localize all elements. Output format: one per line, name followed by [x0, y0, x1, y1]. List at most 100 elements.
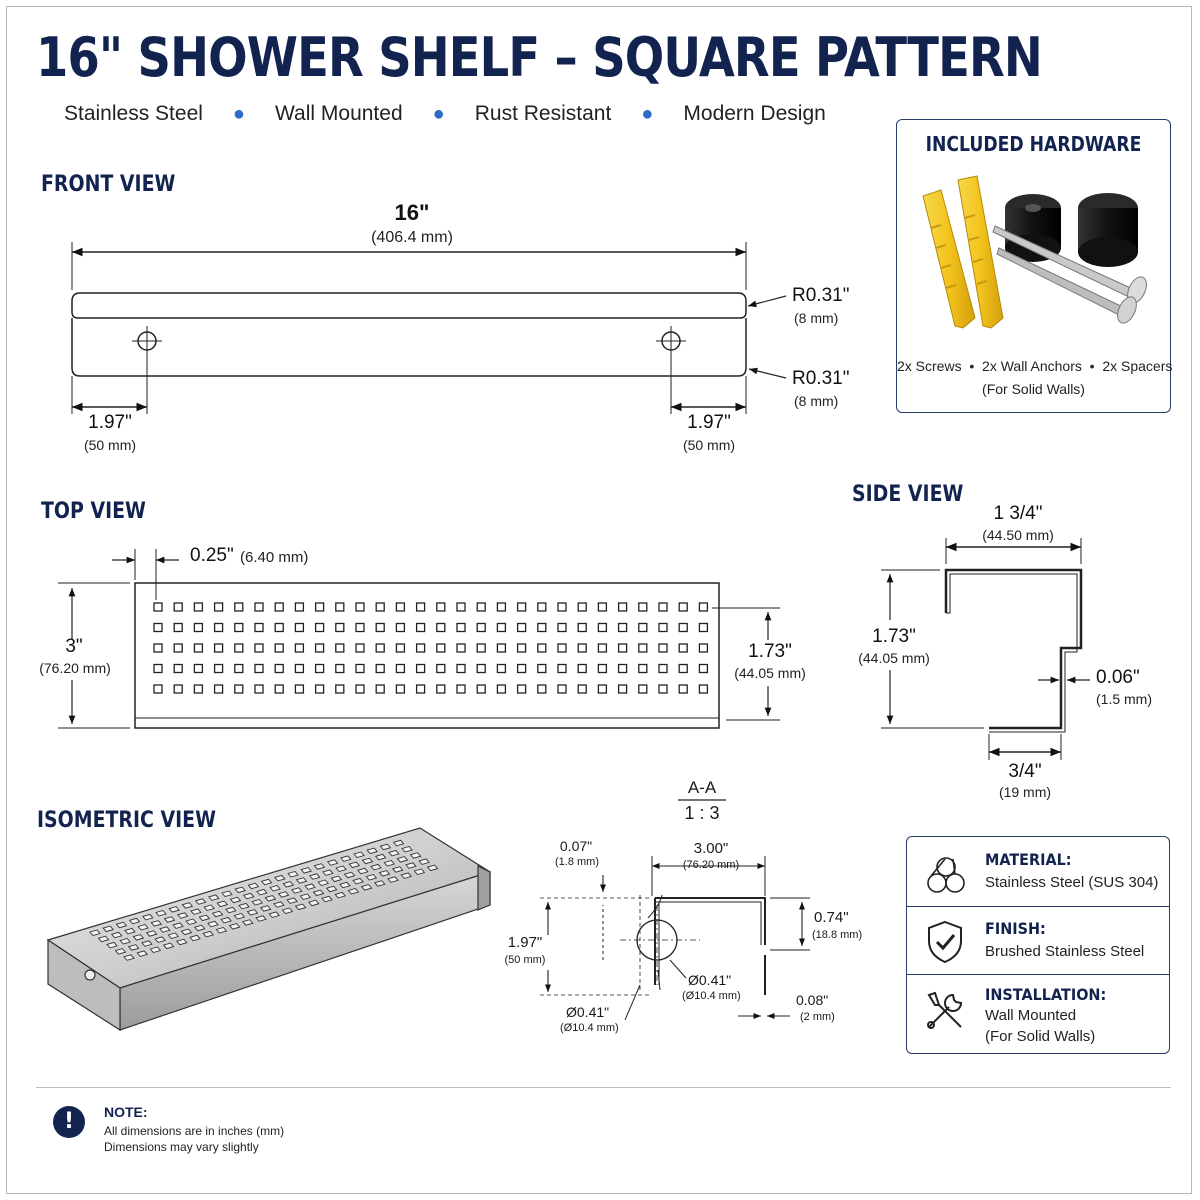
depth-label: 3": [65, 636, 83, 657]
note-line: Dimensions may vary slightly: [104, 1140, 259, 1154]
square-hole: [456, 622, 466, 633]
square-hole: [537, 643, 547, 653]
square-hole: [476, 602, 486, 612]
square-hole: [314, 643, 325, 653]
square-hole: [476, 684, 486, 694]
square-hole: [516, 622, 527, 633]
iso-square-hole: [119, 937, 131, 945]
hole-right-mm: (Ø10.4 mm): [682, 990, 741, 1002]
square-hole: [234, 663, 244, 674]
hole-right-label: Ø0.41": [688, 972, 732, 988]
square-hole: [476, 643, 486, 653]
square-hole: [678, 602, 688, 612]
square-hole: [638, 684, 648, 694]
square-hole: [335, 643, 345, 653]
square-hole: [557, 602, 567, 612]
iso-square-hole: [379, 843, 392, 851]
square-hole: [375, 663, 385, 674]
square-hole: [557, 684, 567, 694]
square-hole: [335, 622, 345, 633]
page-frame: [6, 6, 1192, 1194]
bullet-icon: ●: [641, 102, 654, 125]
square-hole: [294, 643, 305, 653]
square-hole: [254, 602, 264, 612]
shield-check-icon: [928, 920, 962, 964]
iso-square-hole: [136, 950, 148, 957]
iso-square-hole: [220, 916, 232, 924]
square-hole: [617, 684, 628, 694]
iso-square-hole: [203, 904, 215, 912]
iso-square-hole: [141, 940, 153, 947]
square-hole: [557, 622, 567, 633]
square-hole: [658, 622, 668, 633]
iso-square-hole: [401, 845, 413, 853]
iso-square-hole: [294, 903, 307, 911]
iso-square-hole: [229, 896, 242, 904]
square-hole: [678, 622, 688, 633]
square-hole: [638, 622, 648, 633]
hardware-panel: INCLUDED HARDWARE 2x Screws • 2x Wall An…: [896, 119, 1172, 413]
square-hole: [173, 622, 183, 633]
square-hole: [213, 684, 224, 694]
iso-square-hole: [162, 942, 175, 950]
iso-square-hole: [391, 866, 404, 873]
square-hole: [294, 663, 305, 674]
square-hole: [294, 684, 305, 694]
square-hole: [173, 602, 183, 612]
square-hole: [193, 643, 204, 653]
square-hole: [335, 684, 345, 694]
square-hole: [537, 622, 547, 633]
iso-square-hole: [124, 927, 136, 935]
square-hole: [638, 602, 648, 612]
iso-square-hole: [396, 856, 409, 863]
square-hole: [355, 663, 365, 674]
iso-square-hole: [340, 855, 352, 862]
iso-square-hole: [300, 867, 312, 874]
square-hole-pattern: [153, 602, 709, 694]
square-hole: [577, 643, 587, 653]
front-view-drawing: [71, 242, 787, 414]
feature-item: Stainless Steel: [64, 102, 203, 125]
iso-square-hole: [189, 934, 201, 942]
feature-list: Stainless Steel ● Wall Mounted ● Rust Re…: [64, 102, 826, 126]
square-hole: [597, 684, 608, 694]
square-hole: [153, 684, 163, 694]
square-hole: [314, 602, 325, 612]
square-hole: [617, 643, 628, 653]
square-hole: [537, 684, 547, 694]
edge-label: 0.25": [190, 545, 234, 566]
square-hole: [193, 622, 204, 633]
iso-square-hole: [335, 865, 347, 873]
iso-square-hole: [159, 926, 171, 933]
iso-square-hole: [273, 901, 285, 908]
radius-top-label: R0.31": [792, 285, 850, 306]
iso-square-hole: [269, 884, 281, 892]
spacer-icon: [1005, 193, 1138, 267]
iso-square-hole: [348, 861, 361, 869]
square-hole: [577, 622, 587, 633]
side-top-label: 1 3/4": [993, 503, 1043, 524]
thickness-mm: (1.5 mm): [1096, 691, 1152, 707]
iso-square-hole: [260, 878, 273, 886]
hardware-illustration: [922, 175, 1147, 329]
square-hole: [234, 643, 244, 653]
note-line: All dimensions are in inches (mm): [104, 1124, 285, 1138]
hardware-title: INCLUDED HARDWARE: [925, 132, 1142, 156]
isometric-shelf: [46, 827, 492, 1032]
iso-square-hole: [286, 897, 298, 904]
feature-item: Rust Resistant: [474, 102, 612, 125]
thickness-label: 0.06": [1096, 667, 1140, 688]
iso-square-hole: [295, 877, 308, 884]
square-hole: [274, 602, 284, 612]
iso-square-hole: [308, 873, 321, 880]
iso-square-hole: [256, 888, 268, 896]
side-height-label: 1.73": [872, 626, 916, 647]
square-hole: [355, 622, 365, 633]
square-hole: [678, 643, 688, 653]
spec-value-note: (For Solid Walls): [985, 1028, 1096, 1045]
square-hole: [274, 684, 284, 694]
square-hole: [516, 643, 527, 653]
iso-square-hole: [150, 920, 163, 927]
front-view-heading: FRONT VIEW: [41, 172, 176, 197]
iso-square-hole: [145, 930, 158, 937]
